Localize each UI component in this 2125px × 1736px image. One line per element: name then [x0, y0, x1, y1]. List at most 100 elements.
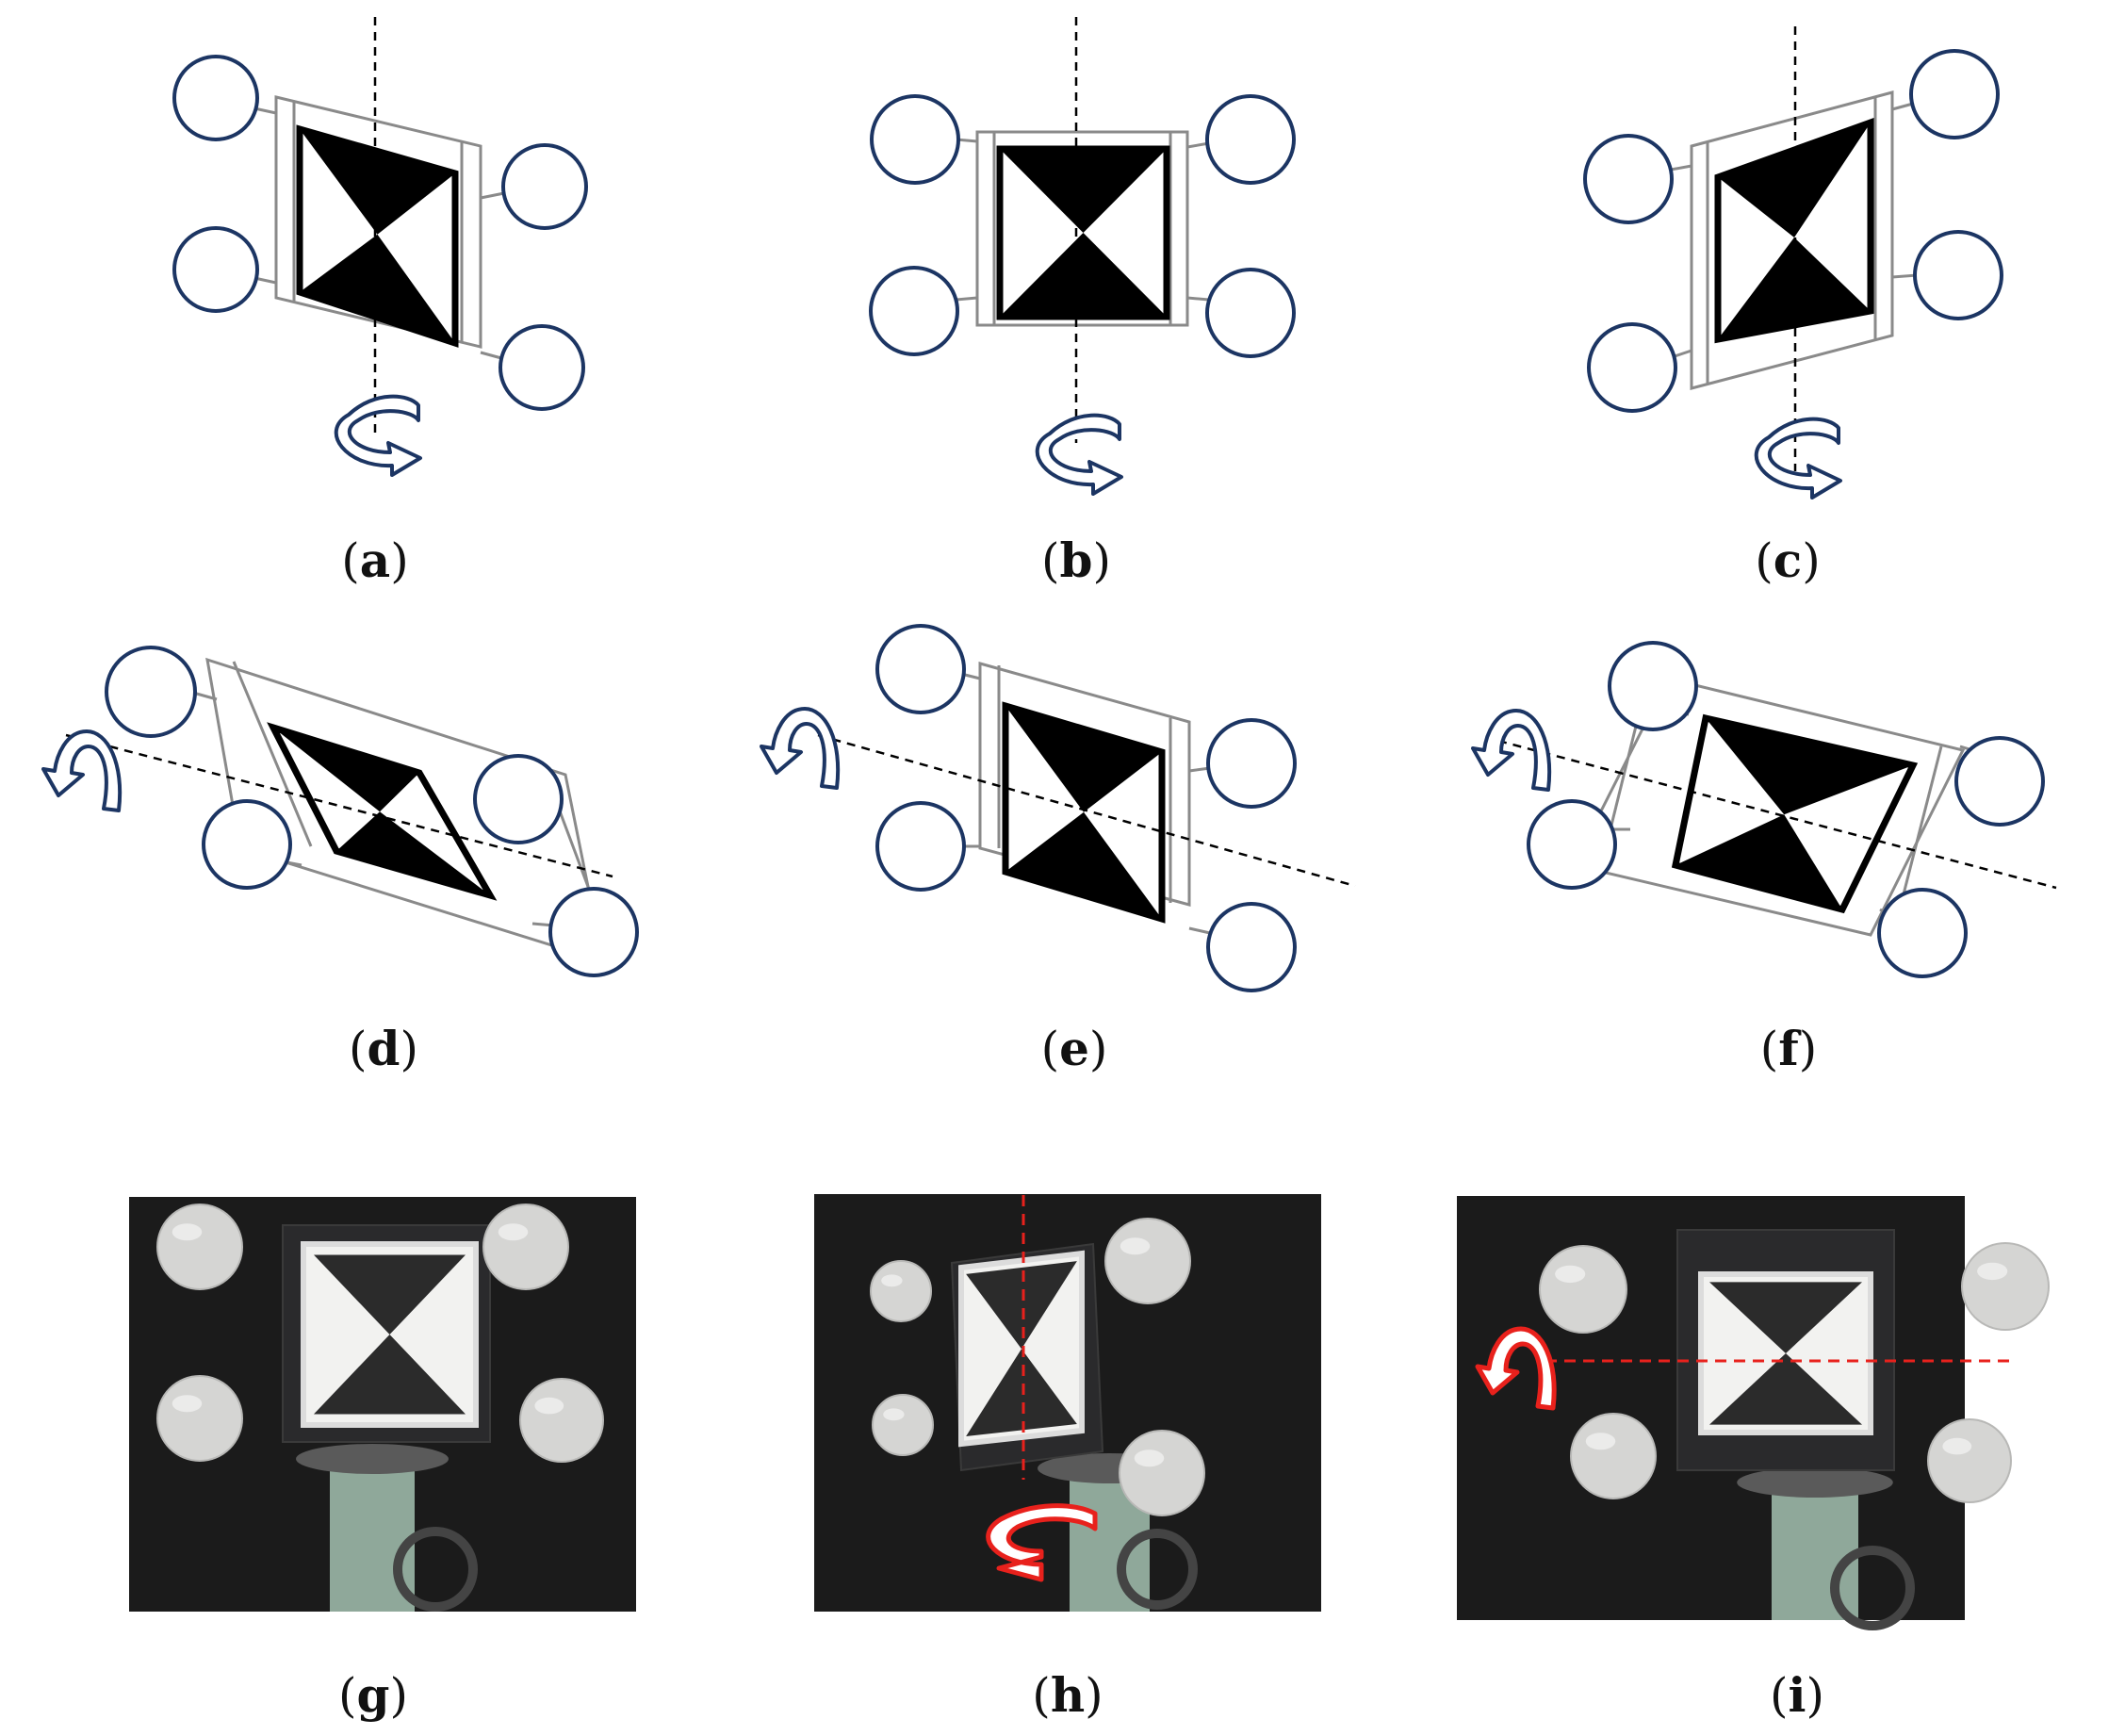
- marker-sphere-icon: [1608, 641, 1698, 731]
- marker-arm: [192, 691, 218, 701]
- mount-frame: [1571, 677, 1966, 937]
- caption-d: (d): [349, 1021, 418, 1076]
- marker-sphere: [482, 1204, 569, 1290]
- rotation-arrow-icon: [760, 707, 841, 790]
- rotation-axis-line: [65, 733, 613, 878]
- panel-d: [41, 646, 639, 977]
- marker-sphere: [870, 1260, 932, 1322]
- marker-sphere-icon: [105, 646, 197, 738]
- marker-sphere-icon: [869, 266, 959, 356]
- marker-arm: [1891, 273, 1918, 279]
- target-dark-triangle: [1675, 814, 1842, 909]
- panel-a: [172, 17, 588, 477]
- target-dark-triangle: [1000, 149, 1167, 233]
- marker-arm: [1186, 141, 1210, 149]
- rotation-arrow-icon: [986, 1503, 1098, 1582]
- marker-arm: [1891, 102, 1914, 111]
- sphere-highlight: [534, 1397, 564, 1415]
- marker-sphere: [1104, 1218, 1191, 1304]
- photo-target-dark-triangle: [1709, 1353, 1862, 1425]
- panel-e: [760, 624, 1356, 992]
- marker-sphere-icon: [548, 887, 639, 977]
- marker-sphere-icon: [1954, 736, 2045, 827]
- panel-c: [1583, 26, 2003, 500]
- target-dark-triangle: [273, 728, 419, 812]
- caption-b: (b): [1041, 532, 1111, 588]
- marker-sphere: [872, 1394, 934, 1456]
- marker-sphere: [1961, 1242, 2050, 1331]
- target-dark-triangle: [1706, 718, 1913, 815]
- caption-i: (i): [1770, 1667, 1824, 1723]
- caption-e: (e): [1041, 1021, 1108, 1076]
- target-dark-triangle: [1000, 233, 1167, 317]
- turntable: [296, 1444, 449, 1474]
- marker-arm: [480, 351, 502, 360]
- sphere-highlight: [1977, 1262, 2008, 1281]
- handwheel-icon: [393, 1527, 478, 1612]
- marker-arm: [480, 191, 505, 200]
- marker-sphere-icon: [1877, 888, 1968, 978]
- marker-sphere-icon: [875, 624, 966, 714]
- sphere-highlight: [1585, 1433, 1616, 1450]
- mount-frame: [1690, 90, 1894, 390]
- marker-sphere: [156, 1204, 243, 1290]
- mount-frame: [975, 130, 1189, 327]
- rotation-arrow-icon: [1035, 413, 1123, 496]
- target-dark-triangle: [336, 811, 490, 895]
- photo-target-dark-triangle: [966, 1349, 1077, 1436]
- photo-target-dark-triangle: [966, 1261, 1077, 1350]
- handwheel-icon: [1830, 1546, 1915, 1630]
- caption-c: (c): [1755, 532, 1820, 588]
- marker-arm: [955, 296, 978, 302]
- marker-sphere-icon: [202, 799, 292, 890]
- rotation-arrow-icon: [41, 729, 123, 812]
- target-dark-triangle: [1005, 706, 1162, 812]
- photo-target-dark-triangle: [1709, 1282, 1862, 1353]
- marker-sphere-icon: [1206, 902, 1297, 992]
- turntable: [1737, 1467, 1893, 1498]
- marker-arm: [1188, 926, 1211, 935]
- marker-sphere-icon: [1913, 230, 2003, 320]
- panel-i-photo: [1457, 1196, 2050, 1630]
- marker-sphere-icon: [870, 94, 960, 185]
- marker-sphere: [1119, 1430, 1205, 1516]
- sphere-highlight: [1555, 1265, 1586, 1284]
- sphere-highlight: [1134, 1449, 1165, 1467]
- marker-sphere-icon: [172, 226, 259, 313]
- panel-h-photo: [814, 1194, 1321, 1612]
- caption-h: (h): [1032, 1667, 1103, 1723]
- rotation-axis-line: [817, 733, 1356, 888]
- marker-sphere-icon: [1206, 718, 1297, 809]
- target-dark-triangle: [300, 129, 455, 235]
- marker-sphere: [519, 1378, 604, 1463]
- marker-sphere-icon: [1527, 799, 1617, 890]
- rotation-arrow-icon: [1475, 1326, 1557, 1411]
- photo-target-dark-triangle: [313, 1254, 466, 1335]
- rotation-arrow-icon: [334, 394, 422, 477]
- caption-f: (f): [1760, 1021, 1818, 1076]
- mount-frame: [274, 95, 482, 349]
- marker-sphere: [1927, 1418, 2012, 1503]
- panel-b: [869, 17, 1296, 496]
- marker-sphere: [1570, 1413, 1657, 1499]
- frame-bar: [232, 661, 313, 847]
- marker-arm: [1670, 164, 1692, 172]
- sphere-highlight: [172, 1223, 203, 1241]
- marker-sphere-icon: [501, 143, 588, 230]
- marker-sphere-icon: [473, 754, 564, 844]
- marker-arm: [1959, 745, 1970, 751]
- target-dark-triangle: [1005, 811, 1162, 919]
- rotation-axis-line: [1497, 739, 2057, 890]
- rotation-arrow-icon: [1471, 709, 1552, 792]
- sphere-highlight: [883, 1408, 905, 1421]
- target-dark-triangle: [300, 234, 455, 343]
- caption-g: (g): [338, 1667, 408, 1723]
- marker-arm: [1674, 349, 1692, 358]
- marker-arm: [253, 106, 277, 115]
- marker-sphere-icon: [1587, 322, 1677, 413]
- marker-sphere-icon: [1909, 49, 2000, 139]
- panel-f: [1471, 641, 2057, 978]
- marker-sphere-icon: [1205, 268, 1296, 358]
- caption-a: (a): [341, 532, 408, 588]
